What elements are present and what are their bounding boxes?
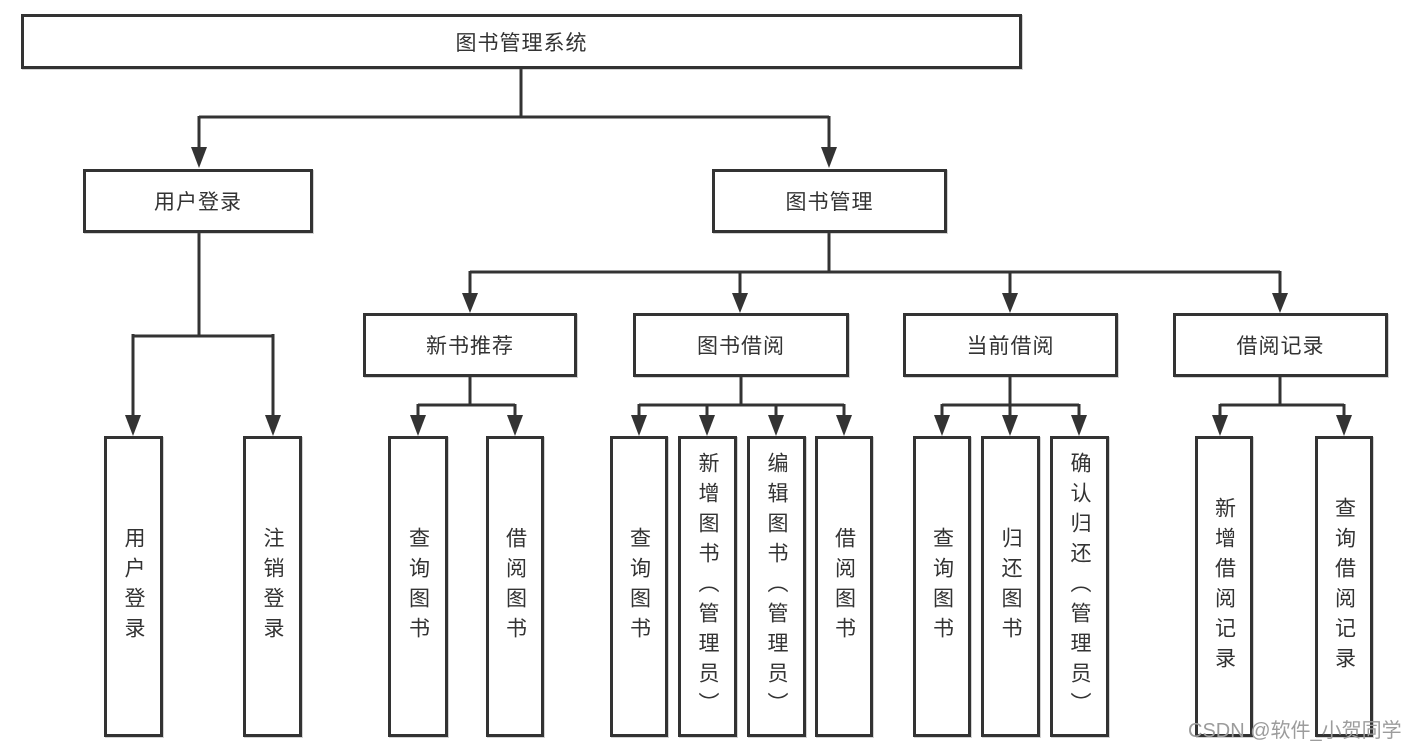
leaf-query-borrow-record: 查询借阅记录 [1315,436,1373,737]
node-label: 借阅图书 [832,526,856,647]
node-book-management: 图书管理 [712,169,947,233]
node-label: 借阅图书 [503,526,527,647]
node-root-system: 图书管理系统 [21,14,1022,69]
node-label: 归还图书 [999,526,1022,647]
node-label: 编辑图书（管理员） [765,451,788,722]
leaf-borrow-books-2: 借阅图书 [815,436,873,737]
leaf-query-books-1: 查询图书 [388,436,448,737]
node-book-borrowing: 图书借阅 [633,313,849,377]
node-label: 查询借阅记录 [1332,496,1356,677]
node-user-login: 用户登录 [83,169,313,233]
node-label: 图书借阅 [697,335,785,358]
node-new-book-recommend: 新书推荐 [363,313,577,377]
leaf-add-borrow-record: 新增借阅记录 [1195,436,1253,737]
csdn-watermark: CSDN @软件_小贺同学 [1188,720,1402,742]
leaf-edit-books-admin: 编辑图书（管理员） [747,436,806,737]
leaf-query-books-3: 查询图书 [913,436,971,737]
node-label: 注销登录 [261,526,284,647]
node-label: 图书管理系统 [455,31,588,55]
leaf-confirm-return-admin: 确认归还（管理员） [1050,436,1109,737]
leaf-user-login: 用户登录 [104,436,163,737]
node-label: 查询图书 [406,526,430,647]
node-label: 新书推荐 [426,335,514,358]
node-label: 查询图书 [627,526,651,647]
node-label: 当前借阅 [966,335,1055,358]
leaf-return-books: 归还图书 [981,436,1040,737]
node-label: 查询图书 [930,526,954,647]
node-label: 用户登录 [154,191,242,214]
node-label: 确认归还（管理员） [1068,451,1091,722]
node-label: 用户登录 [122,526,145,647]
node-label: 图书管理 [785,191,874,214]
leaf-borrow-books-1: 借阅图书 [486,436,544,737]
leaf-logout: 注销登录 [243,436,302,737]
node-borrowing-records: 借阅记录 [1173,313,1388,377]
leaf-query-books-2: 查询图书 [610,436,668,737]
node-label: 新增借阅记录 [1212,496,1236,677]
node-current-borrowing: 当前借阅 [903,313,1118,377]
node-label: 新增图书（管理员） [696,451,719,722]
node-label: 借阅记录 [1236,335,1325,358]
leaf-add-books-admin: 新增图书（管理员） [678,436,737,737]
